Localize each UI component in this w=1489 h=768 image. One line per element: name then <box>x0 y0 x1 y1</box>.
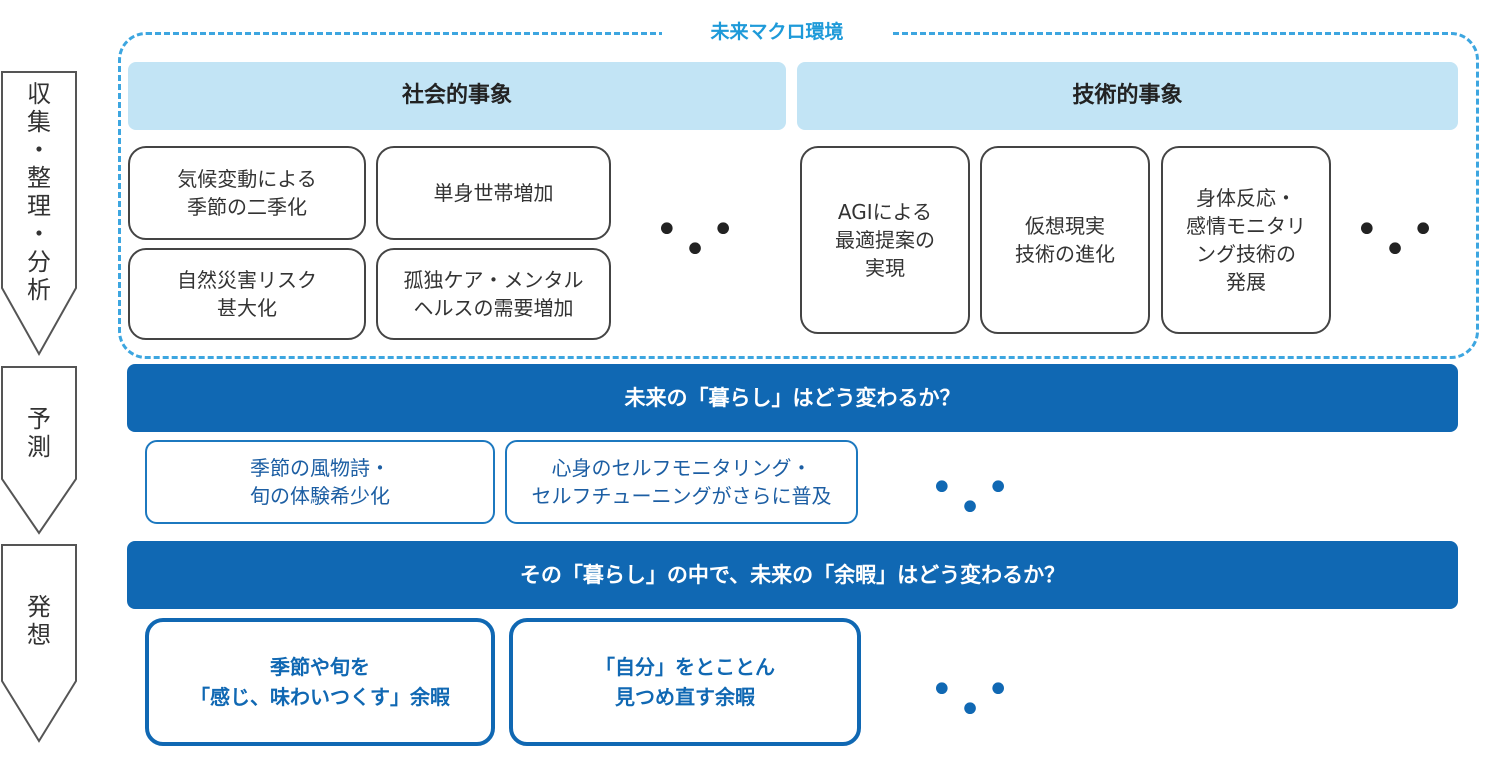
step-label-collect: 収 集 ・ 整 理 ・ 分 析 <box>27 80 51 304</box>
social-item-climate: 気候変動による 季節の二季化 <box>128 146 366 240</box>
social-item-disaster-risk: 自然災害リスク 甚大化 <box>128 248 366 340</box>
step-label-predict: 予 測 <box>27 405 51 461</box>
idea-item-seasons: 季節や旬を 「感じ、味わいつくす」余暇 <box>145 618 495 746</box>
macro-environment-title: 未来マクロ環境 <box>662 14 892 50</box>
ideate-question-bar: その「暮らし」の中で、未来の「余暇」はどう変わるか？ <box>127 541 1458 609</box>
social-ellipsis: • • • <box>655 207 745 273</box>
step-arrow-predict <box>1 366 77 535</box>
step-arrow-collect <box>1 71 77 357</box>
tech-item-agi: AGIによる 最適提案の 実現 <box>800 146 970 334</box>
tech-item-virtual-reality: 仮想現実 技術の進化 <box>980 146 1150 334</box>
step-label-ideate: 発 想 <box>27 593 51 649</box>
step-arrow-ideate <box>1 544 77 743</box>
idea-item-self-reflection: 「自分」をとことん 見つめ直す余暇 <box>509 618 861 746</box>
tech-events-header: 技術的事象 <box>797 62 1458 130</box>
social-events-header: 社会的事象 <box>128 62 786 130</box>
tech-item-emotion-monitoring: 身体反応・ 感情モニタリ ング技術の 発展 <box>1161 146 1331 334</box>
predict-question-bar: 未来の「暮らし」はどう変わるか？ <box>127 364 1458 432</box>
predict-ellipsis: • • • <box>930 465 1020 531</box>
tech-ellipsis: • • • <box>1355 207 1445 273</box>
social-item-mental-health: 孤独ケア・メンタル ヘルスの需要増加 <box>376 248 611 340</box>
social-item-single-households: 単身世帯増加 <box>376 146 611 240</box>
predict-item-seasonal: 季節の風物詩・ 旬の体験希少化 <box>145 440 495 524</box>
ideate-ellipsis: • • • <box>930 667 1020 733</box>
predict-item-self-monitoring: 心身のセルフモニタリング・ セルフチューニングがさらに普及 <box>505 440 858 524</box>
